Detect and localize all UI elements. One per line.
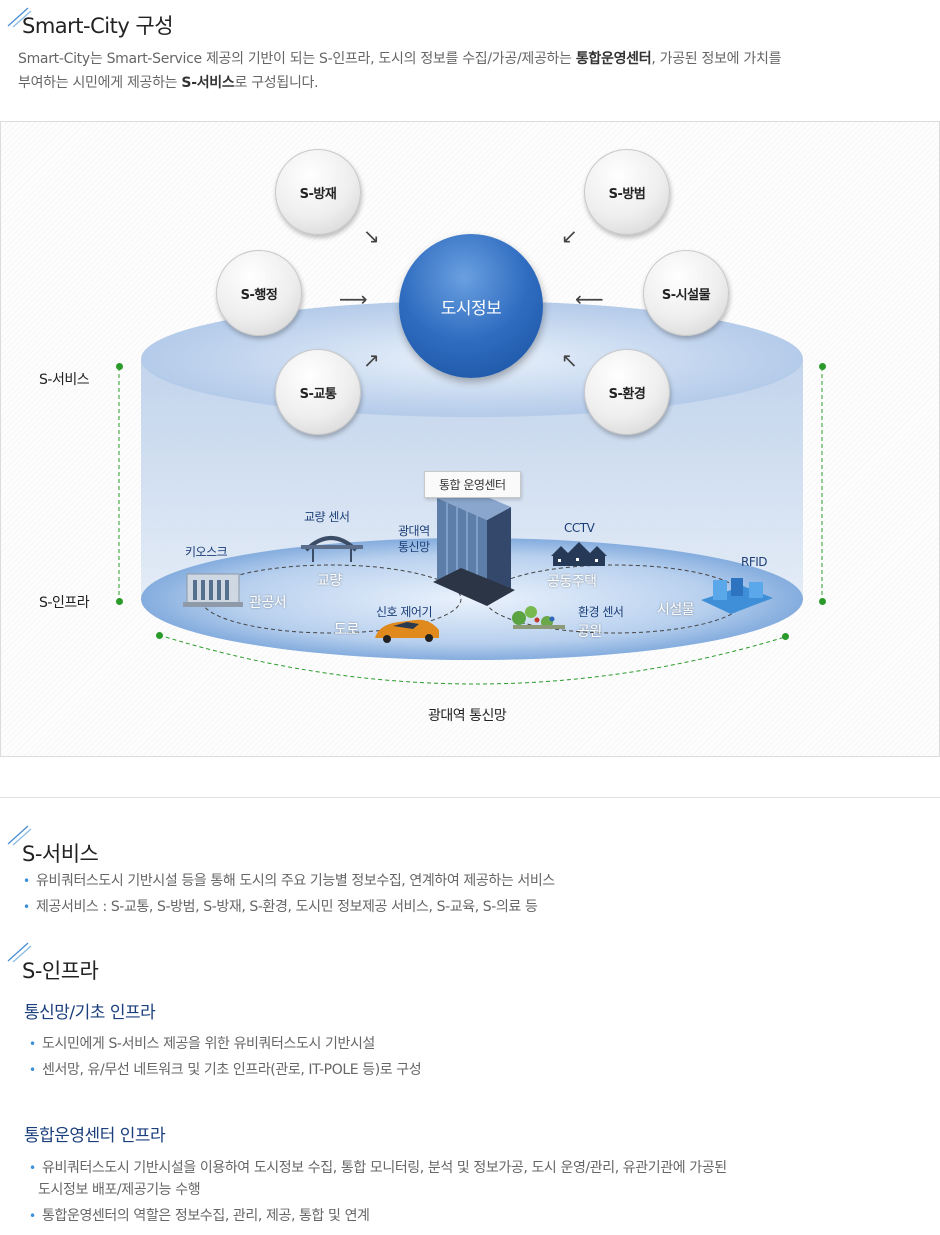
intro-part: Smart-City는 Smart-Service 제공의 기반이 되는 S-인… [18,51,576,67]
service-bubble-disaster: S-방재 [275,149,361,235]
intro-bold: S-서비스 [181,75,235,91]
intro-text: Smart-City는 Smart-Service 제공의 기반이 되는 S-인… [18,47,938,95]
place-bridge: 교량 [317,573,342,589]
intro-part: 부여하는 시민에게 제공하는 [18,75,182,91]
section-title-s-service: S-서비스 [22,842,99,866]
operation-center-box: 통합 운영센터 [424,471,521,498]
gov-building-image [183,573,243,607]
label-bridge-sensor: 교량 센서 [304,510,350,524]
list-item: 제공서비스 : S-교통, S-방범, S-방재, S-환경, 도시민 정보제공… [20,896,920,918]
label-s-infra: S-인프라 [39,595,90,611]
connector-dot [782,633,789,640]
connector-dot [156,632,163,639]
arrow-right-icon: ⟶ [339,287,368,311]
intro-bold: 통합운영센터 [575,51,652,67]
page-title: Smart-City 구성 [22,14,174,38]
place-road: 도로 [334,622,359,638]
label-network-line2: 통신망 [398,540,430,554]
intro-part: , 가공된 정보에 가치를 [651,51,782,67]
wide-network-arc [158,634,786,685]
section-title-s-infra: S-인프라 [22,959,99,983]
s-service-list: 유비쿼터스도시 기반시설 등을 통해 도시의 주요 기능별 정보수집, 연계하여… [20,870,920,918]
subsection-title-center: 통합운영센터 인프라 [24,1126,166,1146]
label-s-service: S-서비스 [39,372,90,388]
place-facility: 시설물 [657,602,695,618]
core-city-info: 도시정보 [399,234,543,378]
label-signal-controller: 신호 제어기 [376,605,433,619]
connector-dot [819,363,826,370]
bridge-image [301,536,363,562]
label-cctv: CCTV [564,521,595,535]
subsection-title-network: 통신망/기초 인프라 [24,1003,156,1023]
arrow-down-left-icon: ↙ [561,224,578,248]
list-item-continuation: 도시정보 배포/제공기능 수행 [38,1182,201,1198]
arrow-up-right-icon: ↗ [363,348,380,372]
list-item: 유비쿼터스도시 기반시설을 이용하여 도시정보 수집, 통합 모니터링, 분석 … [26,1157,926,1179]
label-rfid: RFID [741,555,768,569]
list-item: 도시민에게 S-서비스 제공을 위한 유비쿼터스도시 기반시설 [26,1033,926,1055]
label-env-sensor: 환경 센서 [578,605,624,619]
label-kiosk: 키오스크 [185,545,228,559]
network-list: 도시민에게 S-서비스 제공을 위한 유비쿼터스도시 기반시설 센서망, 유/무… [26,1033,926,1081]
smart-city-diagram: ↘ ↙ ⟶ ⟵ ↗ ↖ 도시정보 S-방재 S-방범 S-행정 S-시설물 S-… [0,121,940,757]
title-slash-icon [7,825,32,846]
car-image [375,619,439,643]
connector-dot [116,598,123,605]
service-bubble-facility: S-시설물 [643,250,729,336]
section-divider [0,797,940,798]
place-housing: 공동주택 [547,574,597,590]
operation-center-building [433,486,515,606]
list-item: 센서망, 유/무선 네트워크 및 기초 인프라(관로, IT-POLE 등)로 … [26,1059,926,1081]
center-list: 유비쿼터스도시 기반시설을 이용하여 도시정보 수집, 통합 모니터링, 분석 … [26,1157,926,1227]
park-image [512,606,565,629]
facility-image [701,578,773,614]
arrow-down-right-icon: ↘ [363,224,380,248]
list-item: 유비쿼터스도시 기반시설 등을 통해 도시의 주요 기능별 정보수집, 연계하여… [20,870,920,892]
place-park: 공원 [577,624,602,640]
service-bubble-crime: S-방범 [584,149,670,235]
place-gov: 관공서 [249,595,287,611]
title-slash-icon [7,7,32,28]
service-bubble-environment: S-환경 [584,349,670,435]
connector-dot [819,598,826,605]
service-bubble-traffic: S-교통 [275,349,361,435]
intro-part: 로 구성됩니다. [234,75,319,91]
arrow-left-icon: ⟵ [575,287,604,311]
label-network-line1: 광대역 [398,524,430,538]
connector-dot [116,363,123,370]
list-item: 통합운영센터의 역할은 정보수집, 관리, 제공, 통합 및 연계 [26,1205,926,1227]
service-bubble-admin: S-행정 [216,250,302,336]
arrow-up-left-icon: ↖ [561,348,578,372]
diagram-background [118,301,823,685]
title-slash-icon [7,942,32,963]
label-wide-network: 광대역 통신망 [428,708,507,724]
housing-image [551,542,607,566]
